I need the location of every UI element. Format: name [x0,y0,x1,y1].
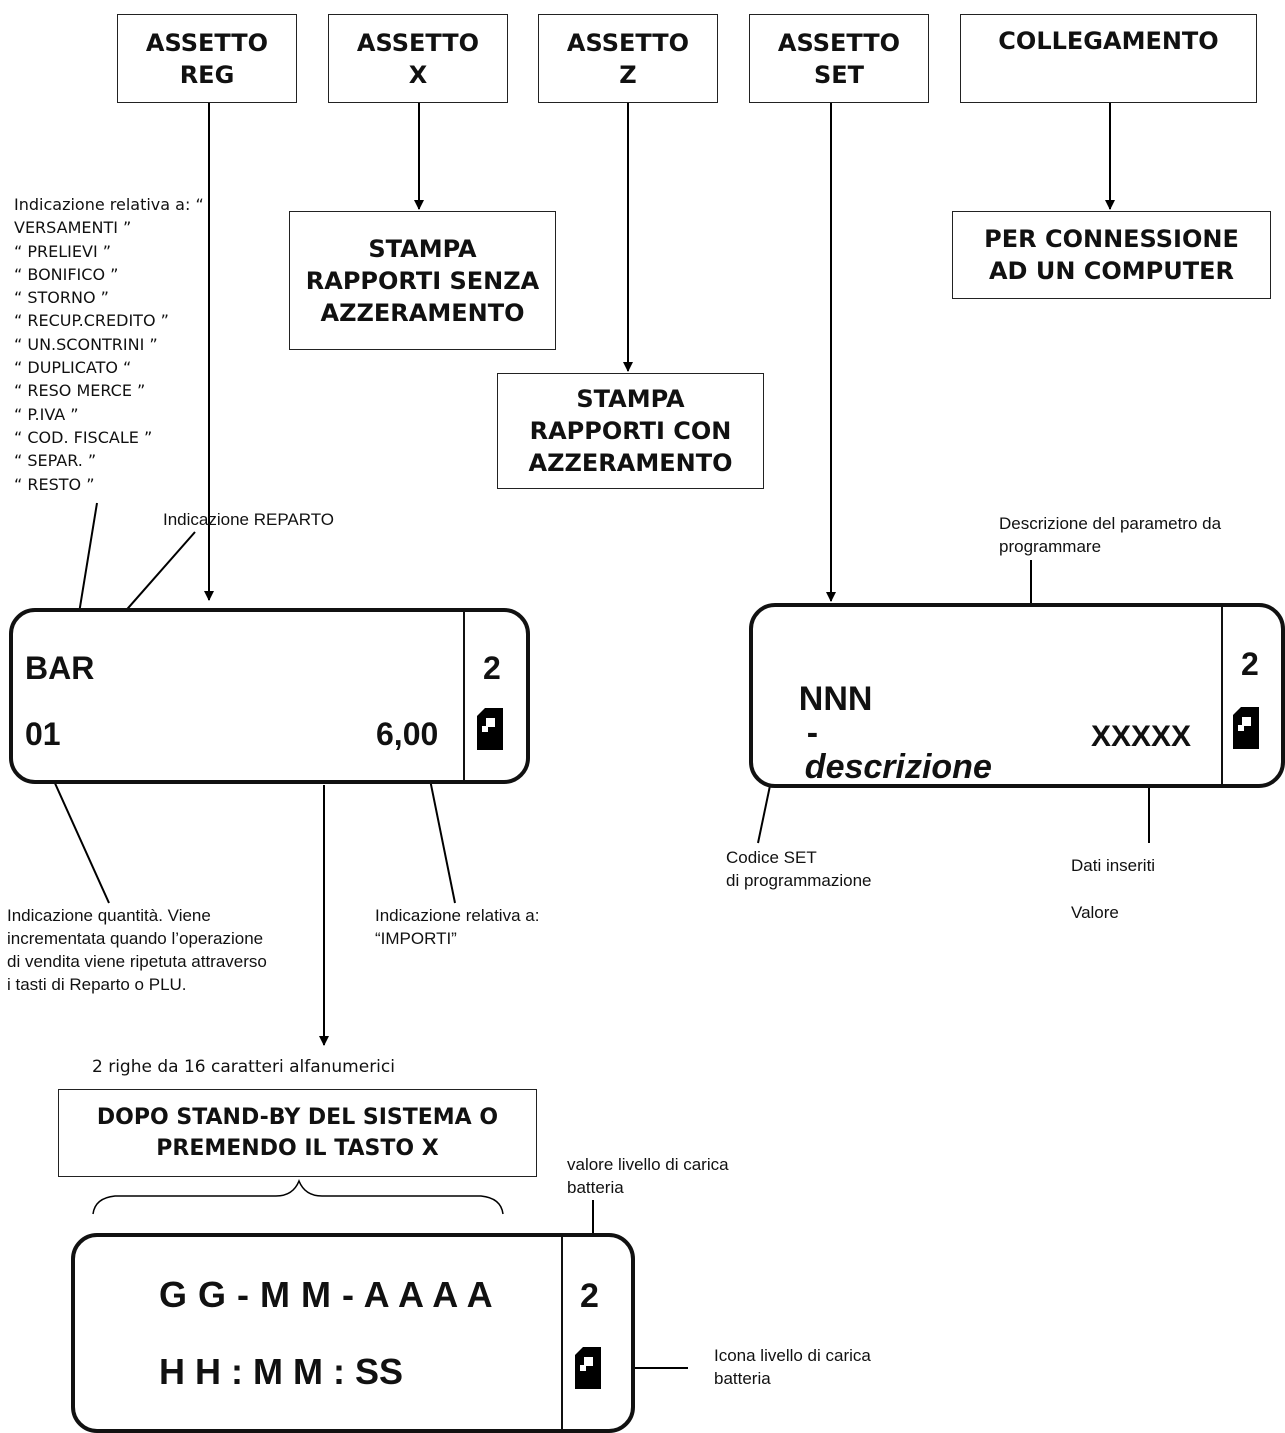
set-description: descrizione [804,748,992,786]
brace [92,1178,504,1215]
reg-display: BAR 01 6,00 2 [9,608,530,784]
battery-icon [477,708,503,750]
set-code-note: Codice SET di programmazione [726,848,872,890]
rows-info-note: 2 righe da 16 caratteri alfanumerici [92,1057,395,1077]
mode-z-box: ASSETTO Z [538,14,718,103]
print-no-reset-box: STAMPA RAPPORTI SENZA AZZERAMENTO [289,211,556,350]
standby-battery-value: 2 [580,1277,599,1315]
computer-connection-box: PER CONNESSIONE AD UN COMPUTER [952,211,1271,299]
set-display-code: NNN - descrizione [761,648,992,818]
data-entered-note: Dati inseriti [1071,856,1156,875]
reg-display-amount: 6,00 [376,716,439,752]
battery-icon [1233,707,1259,749]
set-separator: - [806,714,819,752]
mode-x-box: ASSETTO X [328,14,508,103]
set-display-battery-value: 2 [1241,646,1259,682]
set-display-divider [1221,607,1223,784]
quantity-note: Indicazione quantità. Viene incrementata… [7,906,267,994]
amounts-note: Indicazione relativa a: “IMPORTI” [375,906,540,948]
standby-date: G G - M M - A A A A [159,1274,494,1315]
department-note: Indicazione REPARTO [163,510,335,529]
mode-reg-box: ASSETTO REG [117,14,297,103]
param-desc-note: Descrizione del parametro da programmare [999,514,1222,556]
set-display: NNN - descrizione XXXXX 2 [749,603,1285,788]
reg-keys-note: Indicazione relativa a: “ VERSAMENTI ” “… [14,195,204,494]
set-display-value: XXXXX [1091,720,1192,753]
battery-icon-note: Icona livello di carica batteria [714,1346,871,1388]
reg-display-battery-value: 2 [483,650,501,686]
mode-link-box: COLLEGAMENTO [960,14,1257,103]
print-reset-box: STAMPA RAPPORTI CON AZZERAMENTO [497,373,764,489]
set-code-text: NNN [798,680,873,718]
battery-icon [575,1347,601,1389]
value-note: Valore [1071,903,1119,922]
reg-display-divider [463,612,465,780]
reg-display-quantity: 01 [25,716,61,752]
mode-set-box: ASSETTO SET [749,14,929,103]
standby-display: G G - M M - A A A A H H : M M : SS 2 [71,1233,635,1433]
standby-box: DOPO STAND-BY DEL SISTEMA O PREMENDO IL … [58,1089,537,1177]
battery-value-note: valore livello di carica batteria [567,1155,729,1197]
reg-display-line1: BAR [25,650,95,686]
standby-display-divider [561,1237,563,1429]
standby-time: H H : M M : SS [159,1351,403,1392]
